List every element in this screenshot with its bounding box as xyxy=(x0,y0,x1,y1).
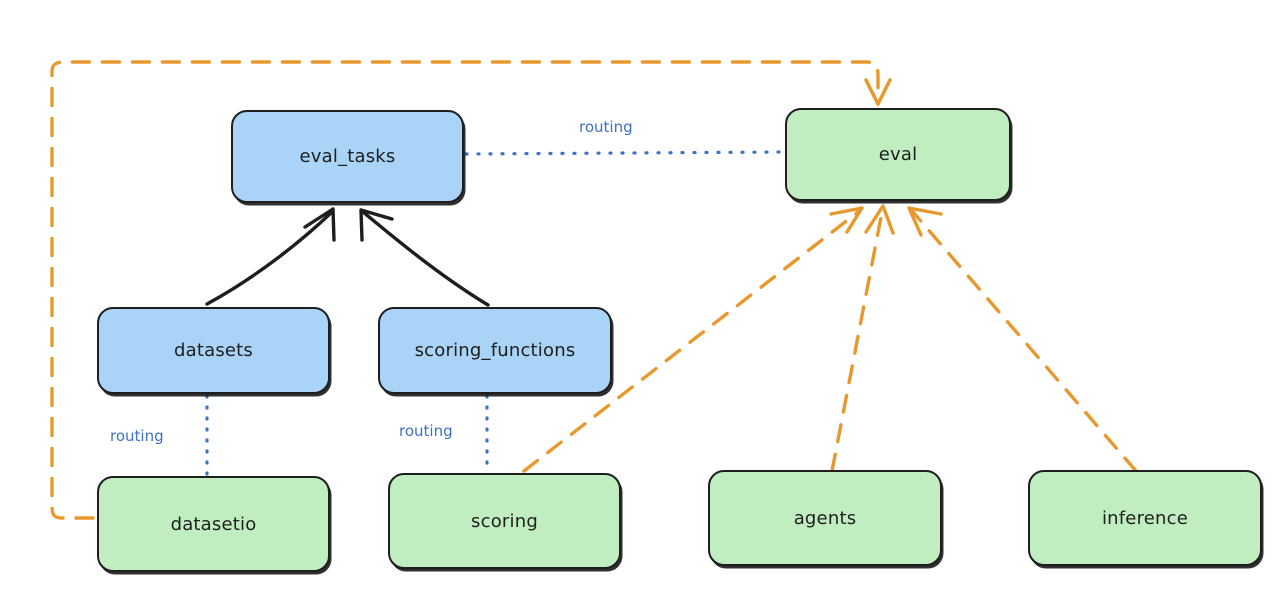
node-inference[interactable]: inference xyxy=(1028,470,1262,566)
node-label-datasets: datasets xyxy=(173,340,254,361)
node-scoring_functions[interactable]: scoring_functions xyxy=(378,307,612,394)
node-label-datasetio: datasetio xyxy=(170,513,257,535)
node-scoring[interactable]: scoring xyxy=(388,473,621,569)
edge-agents-to-eval xyxy=(830,204,895,473)
node-datasetio[interactable]: datasetio xyxy=(97,476,330,572)
edge-label-routing-scoring_functions-scoring: routing xyxy=(399,422,453,440)
edge-datasetio-to-eval xyxy=(50,60,892,520)
edge-eval_tasks-to-eval xyxy=(464,150,785,156)
edge-inference-to-eval xyxy=(907,206,1138,473)
node-label-inference: inference xyxy=(1101,507,1189,529)
edge-label-routing-datasets-datasetio: routing xyxy=(110,427,164,445)
edge-scoring_functions-to-eval_tasks xyxy=(359,208,490,307)
edge-scoring-to-eval xyxy=(522,206,864,473)
node-label-eval_tasks: eval_tasks xyxy=(299,146,396,167)
node-label-scoring_functions: scoring_functions xyxy=(414,340,576,361)
edge-label-routing-eval_tasks-eval: routing xyxy=(579,118,633,136)
node-label-eval: eval xyxy=(878,144,918,165)
node-eval_tasks[interactable]: eval_tasks xyxy=(231,110,464,203)
node-label-agents: agents xyxy=(793,507,857,529)
edge-datasets-to-eval_tasks xyxy=(205,207,336,306)
node-datasets[interactable]: datasets xyxy=(97,307,330,394)
node-agents[interactable]: agents xyxy=(708,470,942,566)
node-label-scoring: scoring xyxy=(471,510,538,532)
node-eval[interactable]: eval xyxy=(785,108,1011,201)
